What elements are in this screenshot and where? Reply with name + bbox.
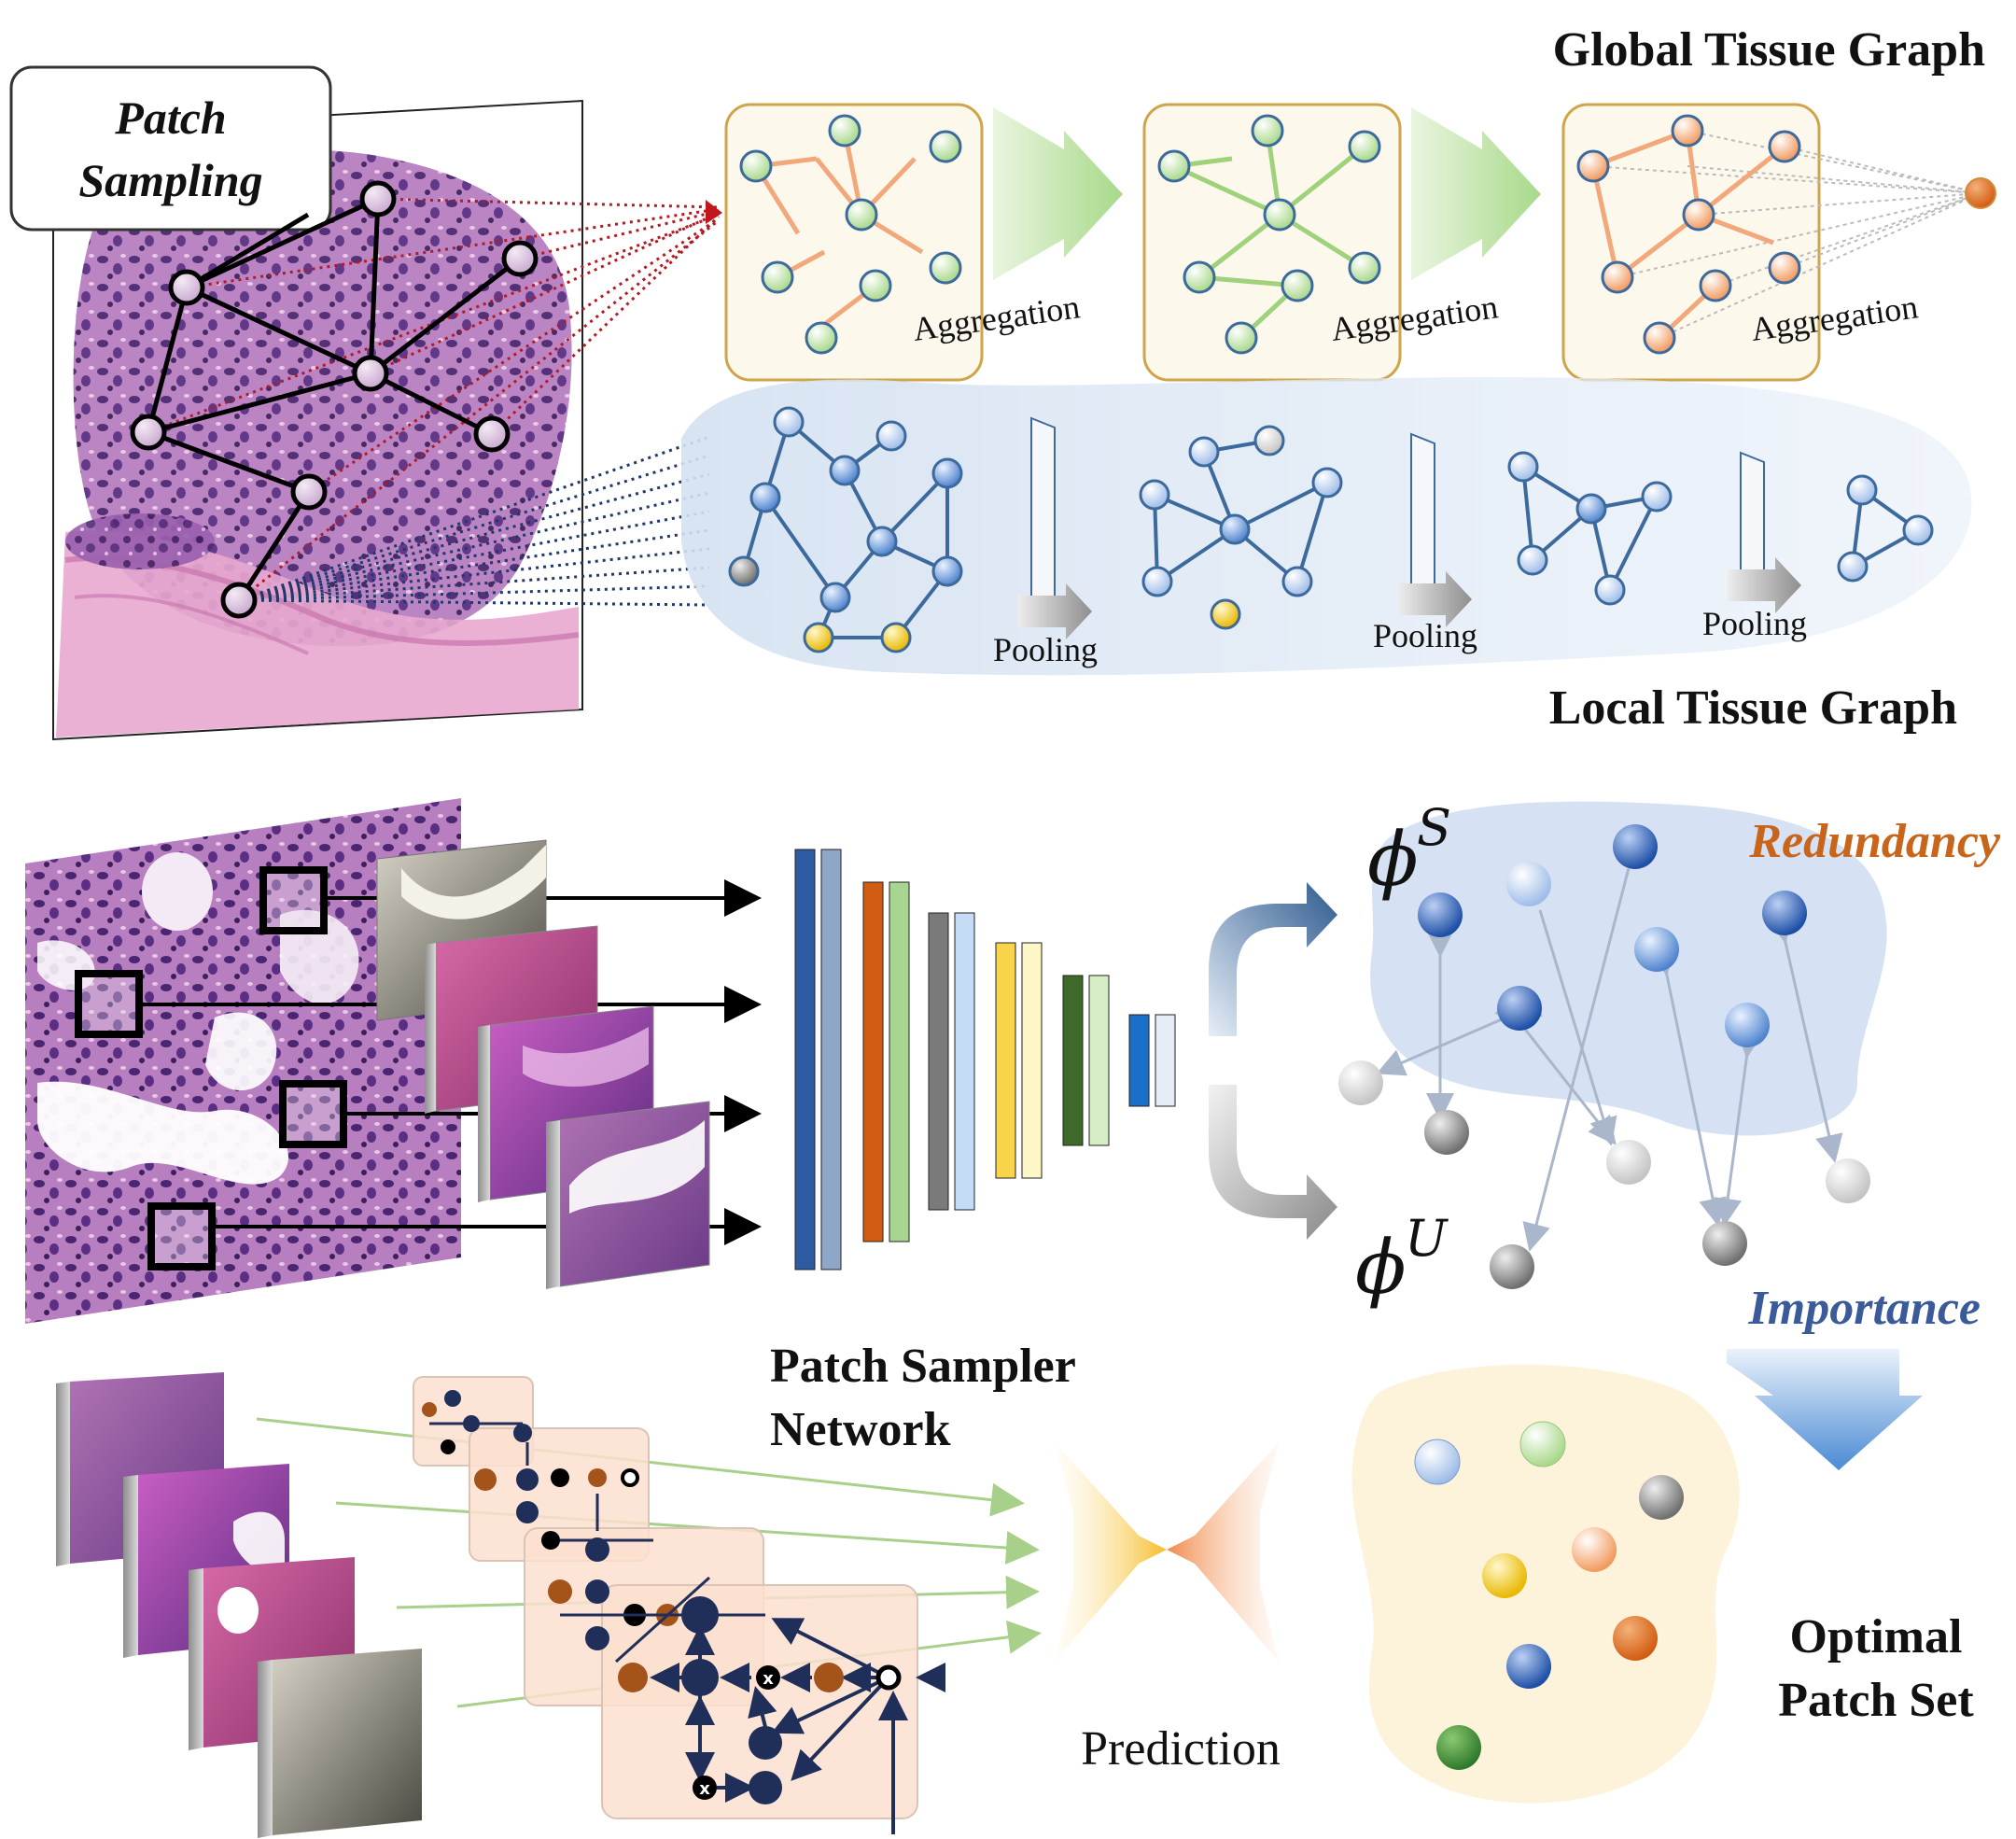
wsi-node bbox=[473, 415, 511, 453]
sampler-arrows bbox=[1376, 867, 1843, 1252]
green-arrow-2 bbox=[1411, 107, 1541, 280]
local-tissue-graph: Pooling Pooling bbox=[681, 377, 1972, 676]
pooling-label-1: Pooling bbox=[993, 631, 1098, 668]
phi-s-superscript: S bbox=[1417, 798, 1451, 857]
wsi-node bbox=[359, 180, 397, 218]
wsi-navy-dotted-lines bbox=[238, 435, 710, 607]
pooling-label-2: Pooling bbox=[1373, 617, 1477, 654]
wsi-node bbox=[352, 355, 389, 392]
phi-s-symbol: ϕ bbox=[1367, 816, 1419, 903]
wsi-node bbox=[501, 240, 539, 277]
svg-text:x: x bbox=[699, 1779, 710, 1799]
global-output-node bbox=[1965, 177, 1996, 209]
pooling-arrow-2 bbox=[1397, 571, 1472, 627]
redundancy-label: Redundancy bbox=[1748, 815, 2001, 868]
patch-sampling-label-line1: Patch bbox=[114, 91, 226, 144]
wsi-node bbox=[130, 414, 167, 451]
bottom-patch-stack bbox=[56, 1372, 422, 1838]
optimal-patch-set-line2: Patch Set bbox=[1778, 1674, 1974, 1727]
patch-box bbox=[259, 866, 328, 934]
network-label-line1: Patch Sampler bbox=[770, 1340, 1076, 1393]
optimal-patch-set-line1: Optimal bbox=[1790, 1610, 1963, 1664]
cnn-feature-bars bbox=[794, 849, 1176, 1270]
global-graph-3: Aggregation bbox=[1561, 103, 1981, 382]
wsi-graph bbox=[130, 180, 539, 619]
phi-u-superscript: U bbox=[1405, 1209, 1449, 1268]
prediction-label: Prediction bbox=[1081, 1722, 1281, 1776]
green-arrow-1 bbox=[993, 107, 1123, 280]
sampler-nodes bbox=[1338, 824, 1870, 1289]
pooling-arrow-3 bbox=[1727, 557, 1801, 613]
patch-sampling-box: Patch Sampling bbox=[9, 65, 332, 232]
global-tissue-graph-title: Global Tissue Graph bbox=[1553, 23, 1985, 77]
lstm-cells: x x bbox=[413, 1376, 945, 1834]
wsi-red-dotted-lines bbox=[147, 197, 721, 602]
patch-box bbox=[279, 1080, 347, 1148]
cnn-output-curves bbox=[1209, 882, 1337, 1240]
wsi-node bbox=[290, 473, 328, 511]
tissue-tile-large bbox=[25, 798, 461, 1324]
patch-box bbox=[147, 1202, 216, 1270]
patch-sampling-label-line2: Sampling bbox=[78, 154, 262, 206]
importance-label: Importance bbox=[1748, 1282, 1981, 1335]
phi-u-symbol: ϕ bbox=[1355, 1224, 1407, 1311]
wsi-node bbox=[220, 582, 258, 619]
importance-down-arrow bbox=[1727, 1349, 1923, 1470]
patch-stack bbox=[376, 839, 710, 1289]
pooling-label-3: Pooling bbox=[1702, 605, 1807, 642]
wsi-node bbox=[168, 269, 205, 306]
pooling-arrow-1 bbox=[1017, 583, 1092, 639]
optimal-patch-set-region bbox=[1351, 1364, 1740, 1804]
svg-text:x: x bbox=[763, 1669, 774, 1689]
global-graph-2: Aggregation bbox=[1142, 103, 1500, 382]
prediction-fan bbox=[1055, 1442, 1279, 1662]
patch-box bbox=[75, 970, 143, 1038]
global-graph-1: Aggregation bbox=[724, 103, 1082, 382]
red-arrowhead bbox=[706, 200, 722, 224]
local-tissue-graph-title: Local Tissue Graph bbox=[1549, 681, 1957, 735]
network-label-line2: Network bbox=[770, 1403, 951, 1456]
